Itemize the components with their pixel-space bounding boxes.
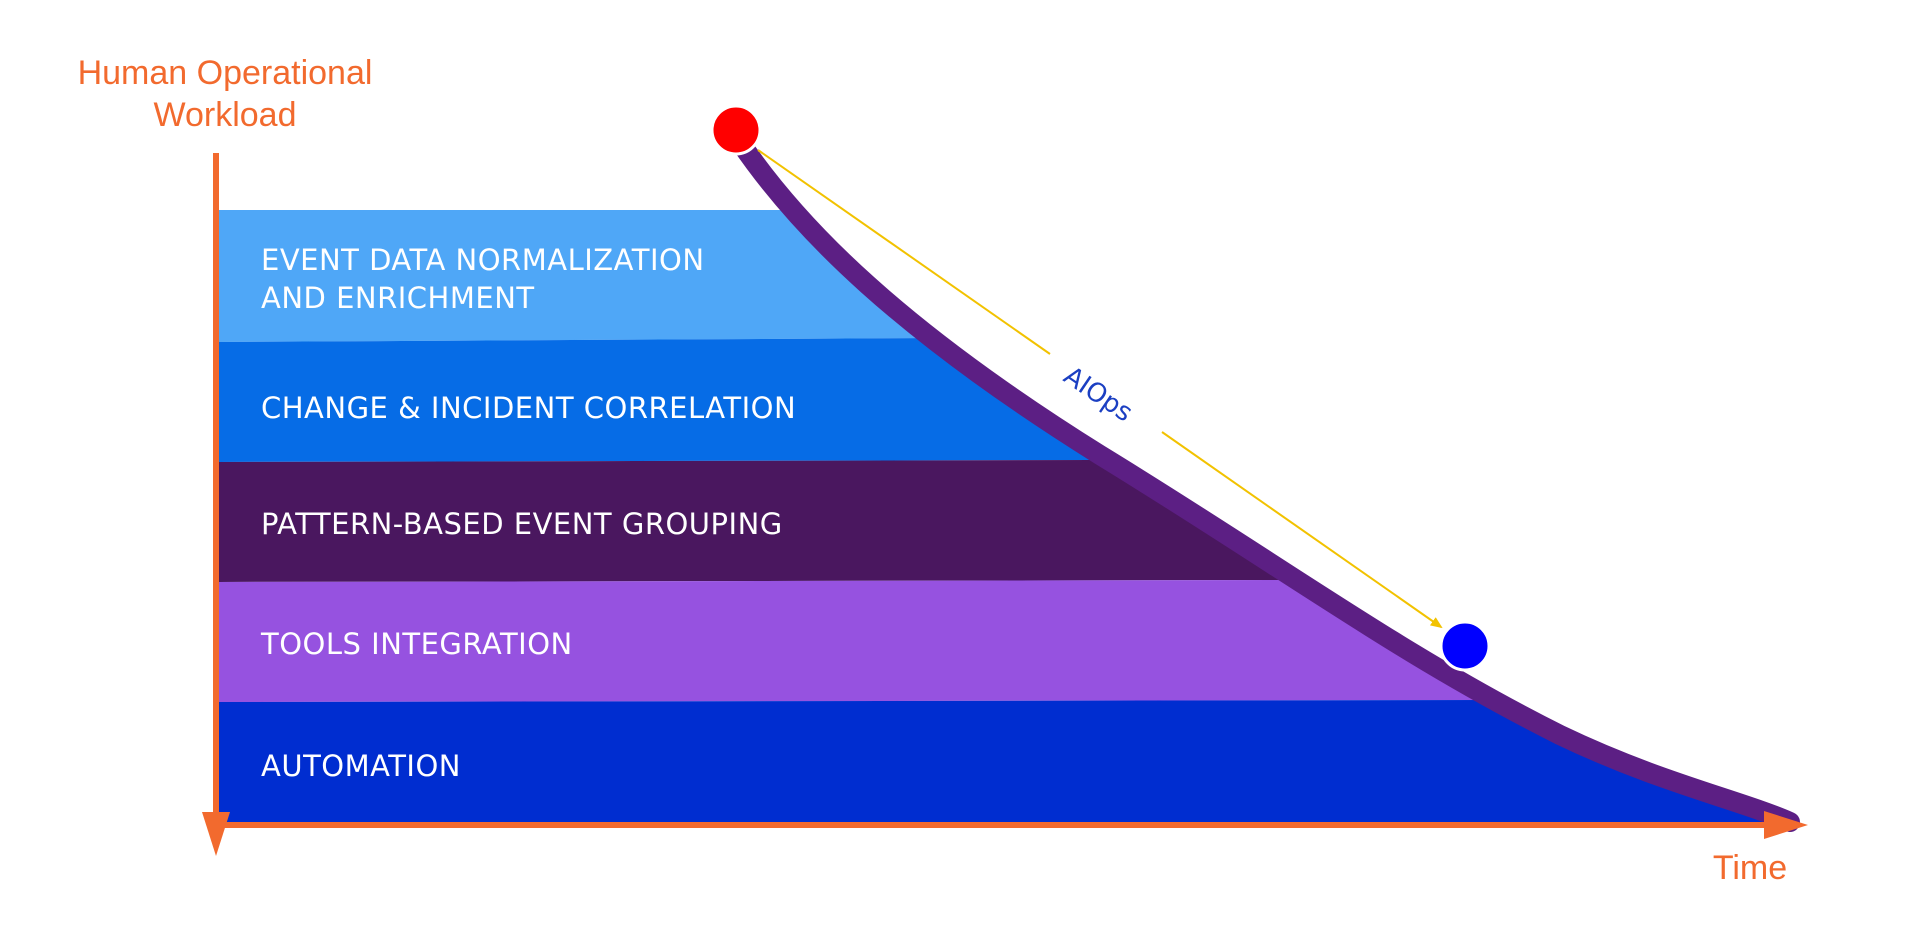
layer-band-event-data-normalization (217, 210, 934, 342)
layer-band-pattern-based-event-grouping (217, 460, 1284, 582)
workload-curve (730, 132, 1800, 832)
aiops-label: AIOps (1058, 361, 1138, 428)
layer-label-automation: AUTOMATION (261, 749, 461, 783)
x-axis-arrowhead (1764, 811, 1808, 839)
aiops-end-marker (1439, 620, 1491, 672)
layer-band-automation (217, 700, 1800, 822)
layer-label-change-incident-correlation: CHANGE & INCIDENT CORRELATION (261, 391, 796, 425)
aiops-arrow-upper (757, 149, 1051, 355)
x-axis-title: Time (1712, 849, 1788, 887)
aiops-start-marker (710, 104, 762, 156)
layer-label-pattern-based-event-grouping: PATTERN-BASED EVENT GROUPING (261, 507, 783, 541)
layer-label-tools-integration: TOOLS INTEGRATION (260, 627, 573, 661)
layer-band-tools-integration (217, 580, 1486, 702)
y-axis-arrowhead (202, 812, 230, 856)
layer-band-change-incident-correlation (217, 338, 1093, 462)
aiops-arrow-lower (1161, 431, 1443, 629)
y-axis-title: Human Operational Workload (77, 54, 373, 134)
layer-label-event-data-normalization: EVENT DATA NORMALIZATION AND ENRICHMENT (261, 243, 714, 315)
